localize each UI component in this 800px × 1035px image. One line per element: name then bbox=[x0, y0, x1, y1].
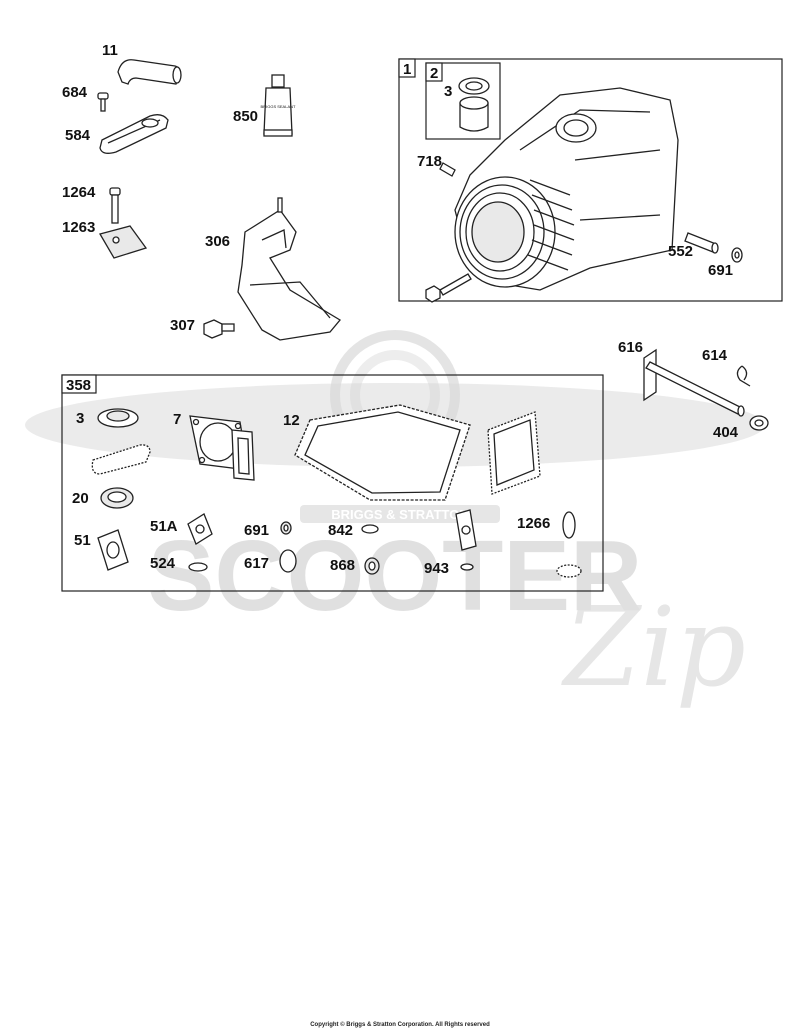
cylinder-fins bbox=[454, 176, 556, 288]
part-12-sump-gasket bbox=[294, 404, 471, 501]
callout-552: 552 bbox=[668, 243, 693, 260]
part-11-breather-tube bbox=[117, 59, 182, 85]
part-1264-bolt bbox=[109, 187, 121, 224]
part-breather-gasket bbox=[91, 444, 151, 475]
watermark-main-text: SCOOTER bbox=[148, 520, 642, 632]
part-cylinder-block bbox=[454, 87, 679, 291]
part-524-o-ring bbox=[188, 562, 208, 572]
part-3-oil-seal bbox=[97, 408, 139, 428]
callout-1264: 1264 bbox=[62, 184, 96, 201]
callout-2: 2 bbox=[430, 65, 438, 82]
callout-1263: 1263 bbox=[62, 219, 95, 236]
callout-868: 868 bbox=[330, 557, 355, 574]
part-valve-cover-gasket bbox=[231, 429, 255, 481]
callout-691-top: 691 bbox=[708, 262, 733, 279]
callout-684: 684 bbox=[62, 84, 88, 101]
part-691-washer-top bbox=[731, 247, 743, 263]
callout-616: 616 bbox=[618, 339, 643, 356]
part-617-o-ring bbox=[279, 549, 297, 573]
part-616-governor-shaft bbox=[643, 348, 745, 417]
part-20-seal bbox=[100, 487, 134, 509]
callout-691: 691 bbox=[244, 522, 269, 539]
part-1263-plate bbox=[99, 225, 148, 259]
callout-584: 584 bbox=[65, 127, 91, 144]
cylinder-assembly-box bbox=[398, 58, 783, 302]
callout-842: 842 bbox=[328, 522, 353, 539]
part-614-hairpin bbox=[736, 365, 751, 387]
callout-718: 718 bbox=[417, 153, 442, 170]
copyright-footer: Copyright © Briggs & Stratton Corporatio… bbox=[310, 1022, 490, 1028]
callout-850: 850 bbox=[233, 108, 258, 125]
part-943-o-ring bbox=[460, 563, 474, 571]
callout-306: 306 bbox=[205, 233, 230, 250]
part-584-breather-cover bbox=[99, 114, 169, 154]
sealant-tube-label: BRIGGS SEALANT bbox=[261, 104, 296, 109]
part-bearing-sleeve bbox=[459, 96, 489, 132]
part-718-dowel bbox=[439, 162, 456, 177]
part-842-o-ring bbox=[361, 524, 379, 534]
gasket-set-box bbox=[61, 374, 604, 592]
part-1266-o-ring bbox=[562, 511, 576, 539]
callout-20: 20 bbox=[72, 490, 89, 507]
callout-614: 614 bbox=[702, 347, 728, 364]
callout-3: 3 bbox=[76, 410, 84, 427]
callout-3-top: 3 bbox=[444, 83, 452, 100]
callout-51: 51 bbox=[74, 532, 91, 549]
callout-1: 1 bbox=[403, 61, 411, 78]
part-3-seal-top bbox=[458, 77, 490, 95]
part-552-pin bbox=[684, 232, 719, 254]
callout-1266: 1266 bbox=[517, 515, 550, 532]
part-404-washer bbox=[749, 415, 769, 431]
callout-617: 617 bbox=[244, 555, 269, 572]
part-dashed-o-ring bbox=[556, 564, 582, 578]
watermark-brand-text: BRIGGS & STRATTON bbox=[331, 507, 468, 522]
watermark-script-text: Zip bbox=[561, 583, 746, 711]
callout-404: 404 bbox=[713, 424, 739, 441]
part-691-washer bbox=[280, 521, 292, 535]
callout-7: 7 bbox=[173, 411, 181, 428]
part-carb-gasket bbox=[455, 509, 477, 551]
part-51a-gasket bbox=[187, 513, 213, 545]
callout-307: 307 bbox=[170, 317, 195, 334]
callout-11: 11 bbox=[102, 42, 118, 59]
part-850-sealant-tube: BRIGGS SEALANT bbox=[261, 74, 296, 137]
callout-358: 358 bbox=[66, 377, 91, 394]
part-51-intake-gasket bbox=[97, 529, 129, 571]
part-868-seal bbox=[364, 557, 380, 575]
part-684-screw bbox=[97, 92, 109, 112]
callout-524: 524 bbox=[150, 555, 176, 572]
callout-12: 12 bbox=[283, 412, 300, 429]
part-306-air-guide bbox=[237, 197, 341, 341]
part-cylinder-bolt bbox=[425, 273, 472, 303]
callout-943: 943 bbox=[424, 560, 449, 577]
part-307-bolt bbox=[203, 319, 235, 339]
callout-51a: 51A bbox=[150, 518, 178, 535]
part-rectangular-gasket bbox=[487, 411, 541, 495]
bearing-subassembly-box bbox=[425, 62, 501, 140]
